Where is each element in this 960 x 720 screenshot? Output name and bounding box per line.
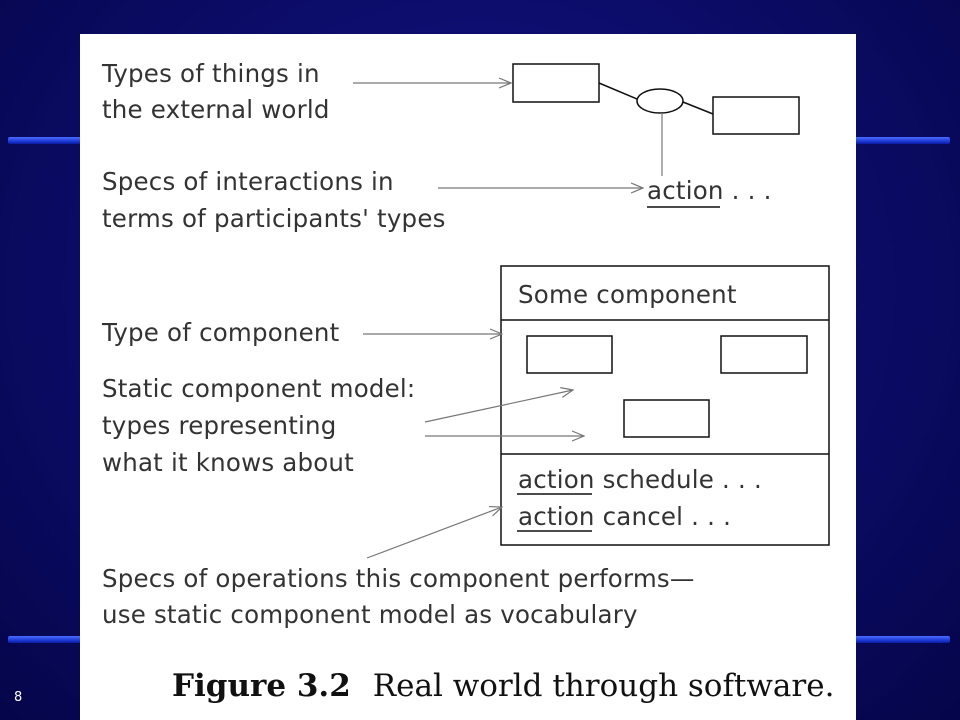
component-type-box-2 [720, 335, 808, 374]
component-action-1-keyword: action [518, 465, 595, 494]
label-external-world-1: Types of things in [102, 59, 320, 88]
association-ellipse [636, 88, 684, 114]
external-type-box-1 [512, 63, 600, 103]
label-operations-2: use static component model as vocabulary [102, 600, 638, 629]
component-type-box-1 [526, 335, 613, 374]
component-action-1-name: schedule . . . [594, 465, 762, 494]
component-action-2-keyword: action [518, 502, 595, 531]
label-static-model-2: types representing [102, 411, 337, 440]
association-line-left [598, 82, 638, 100]
figure-caption-text: Real world through software. [372, 668, 835, 704]
action-keyword-top: action [647, 176, 724, 205]
figure-caption: Figure 3.2 Real world through software. [172, 668, 834, 704]
arrow-static-model-1 [424, 390, 573, 423]
component-action-2: action cancel . . . [518, 502, 731, 531]
label-interactions-1: Specs of interactions in [102, 167, 394, 196]
component-action-1: action schedule . . . [518, 465, 762, 494]
figure-panel: Types of things in the external world Sp… [80, 34, 856, 720]
diagram-svg [353, 63, 830, 559]
page-number: 8 [14, 690, 23, 705]
label-component-type: Type of component [102, 318, 340, 347]
component-title: Some component [518, 280, 737, 309]
arrow-operations [366, 507, 502, 559]
association-line-right [682, 101, 714, 115]
figure-number: Figure 3.2 [172, 668, 351, 704]
external-type-box-2 [712, 96, 800, 135]
label-static-model-1: Static component model: [102, 374, 416, 403]
label-external-world-2: the external world [102, 95, 330, 124]
action-ellipsis-top: . . . [723, 176, 772, 205]
label-interactions-2: terms of participants' types [102, 204, 446, 233]
action-label-top: action . . . [647, 176, 772, 205]
component-action-2-name: cancel . . . [594, 502, 732, 531]
component-type-box-3 [623, 399, 710, 438]
label-static-model-3: what it knows about [102, 448, 354, 477]
label-operations-1: Specs of operations this component perfo… [102, 564, 695, 593]
